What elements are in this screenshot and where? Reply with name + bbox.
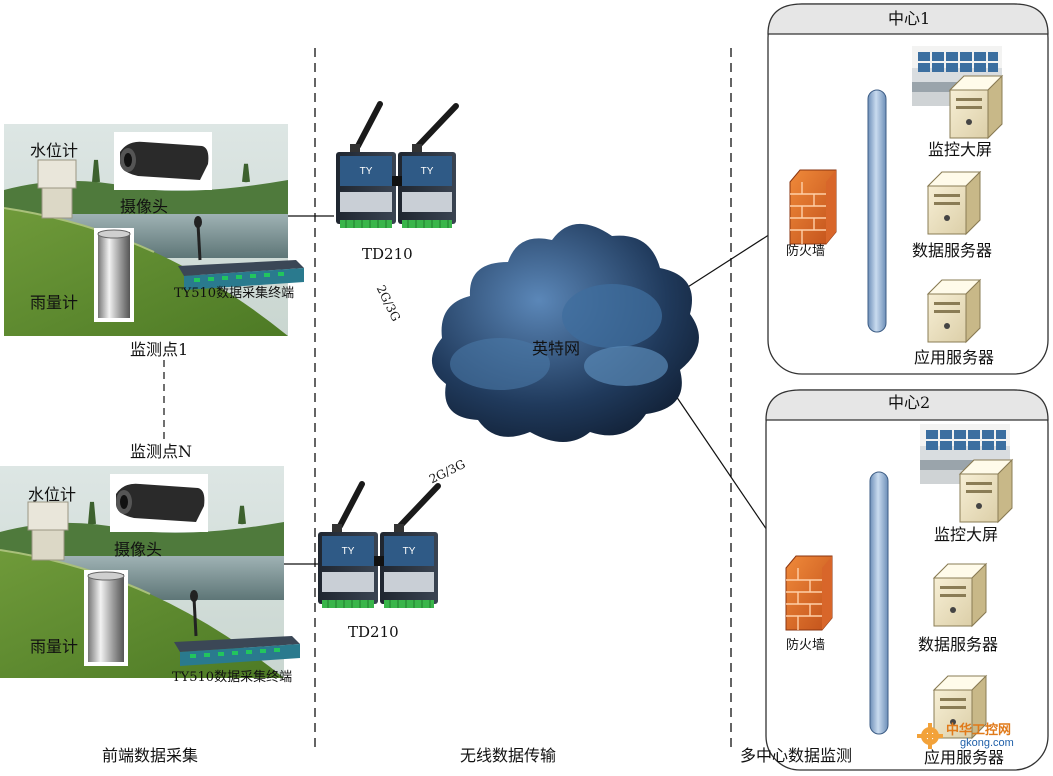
- data-server-1: [927, 171, 981, 235]
- section-title-front: 前端数据采集: [102, 746, 199, 765]
- center-1-app-server-label: 应用服务器: [914, 348, 995, 367]
- site-n-photo: [0, 464, 300, 680]
- center-1-firewall-label: 防火墙: [786, 244, 826, 259]
- site-n-modem-label: TD210: [348, 623, 399, 641]
- site-1-photo: [2, 122, 304, 338]
- bus-bar-1: [867, 89, 887, 333]
- site-n-terminal-label: TY510数据采集终端: [172, 670, 293, 685]
- watermark-gear-icon: [917, 723, 943, 749]
- rain-gauge-1: [94, 228, 134, 322]
- center-2-app-server-label: 应用服务器: [924, 748, 1005, 767]
- section-title-center: 多中心数据监测: [740, 746, 853, 765]
- water-level-meter-1: [37, 159, 77, 219]
- site-n-water-level-label: 水位计: [28, 485, 77, 504]
- center-1-data-server-label: 数据服务器: [912, 241, 993, 260]
- td210-modem-1: [336, 104, 456, 228]
- site-1-name: 监测点1: [130, 340, 189, 359]
- site-1-modem-label: TD210: [362, 245, 413, 263]
- internet-label: 英特网: [532, 339, 581, 358]
- td210-modem-n: [318, 484, 438, 608]
- center-2-firewall-label: 防火墙: [786, 638, 826, 653]
- watermark-url: gkong.com: [960, 737, 1014, 749]
- center-1-title: 中心1: [888, 9, 931, 28]
- screen-server-1: [949, 75, 1003, 139]
- firewall-1: [789, 169, 837, 245]
- site-n-camera-label: 摄像头: [114, 540, 163, 559]
- site-1-rain-gauge-label: 雨量计: [30, 293, 79, 312]
- rain-gauge-n: [84, 570, 128, 666]
- camera-n: [110, 474, 208, 532]
- camera-1: [114, 132, 212, 190]
- site-1-terminal-label: TY510数据采集终端: [174, 286, 295, 301]
- watermark-brand: 中华工控网: [946, 722, 1012, 737]
- internet-cloud: [431, 223, 699, 442]
- screen-server-2: [959, 459, 1013, 523]
- data-server-2: [933, 563, 987, 627]
- app-server-1: [927, 279, 981, 343]
- site-1-camera-label: 摄像头: [120, 197, 169, 216]
- ty510-terminal-1: [178, 216, 304, 290]
- ty510-terminal-n: [174, 590, 300, 666]
- center-1-screen-label: 监控大屏: [928, 140, 993, 159]
- center-2-title: 中心2: [888, 393, 931, 412]
- site-n-name: 监测点N: [130, 442, 193, 461]
- center-2-data-server-label: 数据服务器: [918, 635, 999, 654]
- water-level-meter-n: [27, 501, 69, 561]
- section-title-wireless: 无线数据传输: [460, 746, 557, 765]
- site-1-water-level-label: 水位计: [30, 141, 79, 160]
- site-n-rain-gauge-label: 雨量计: [30, 637, 79, 656]
- bus-bar-2: [869, 471, 889, 735]
- center-2-screen-label: 监控大屏: [934, 525, 999, 544]
- firewall-2: [785, 555, 833, 631]
